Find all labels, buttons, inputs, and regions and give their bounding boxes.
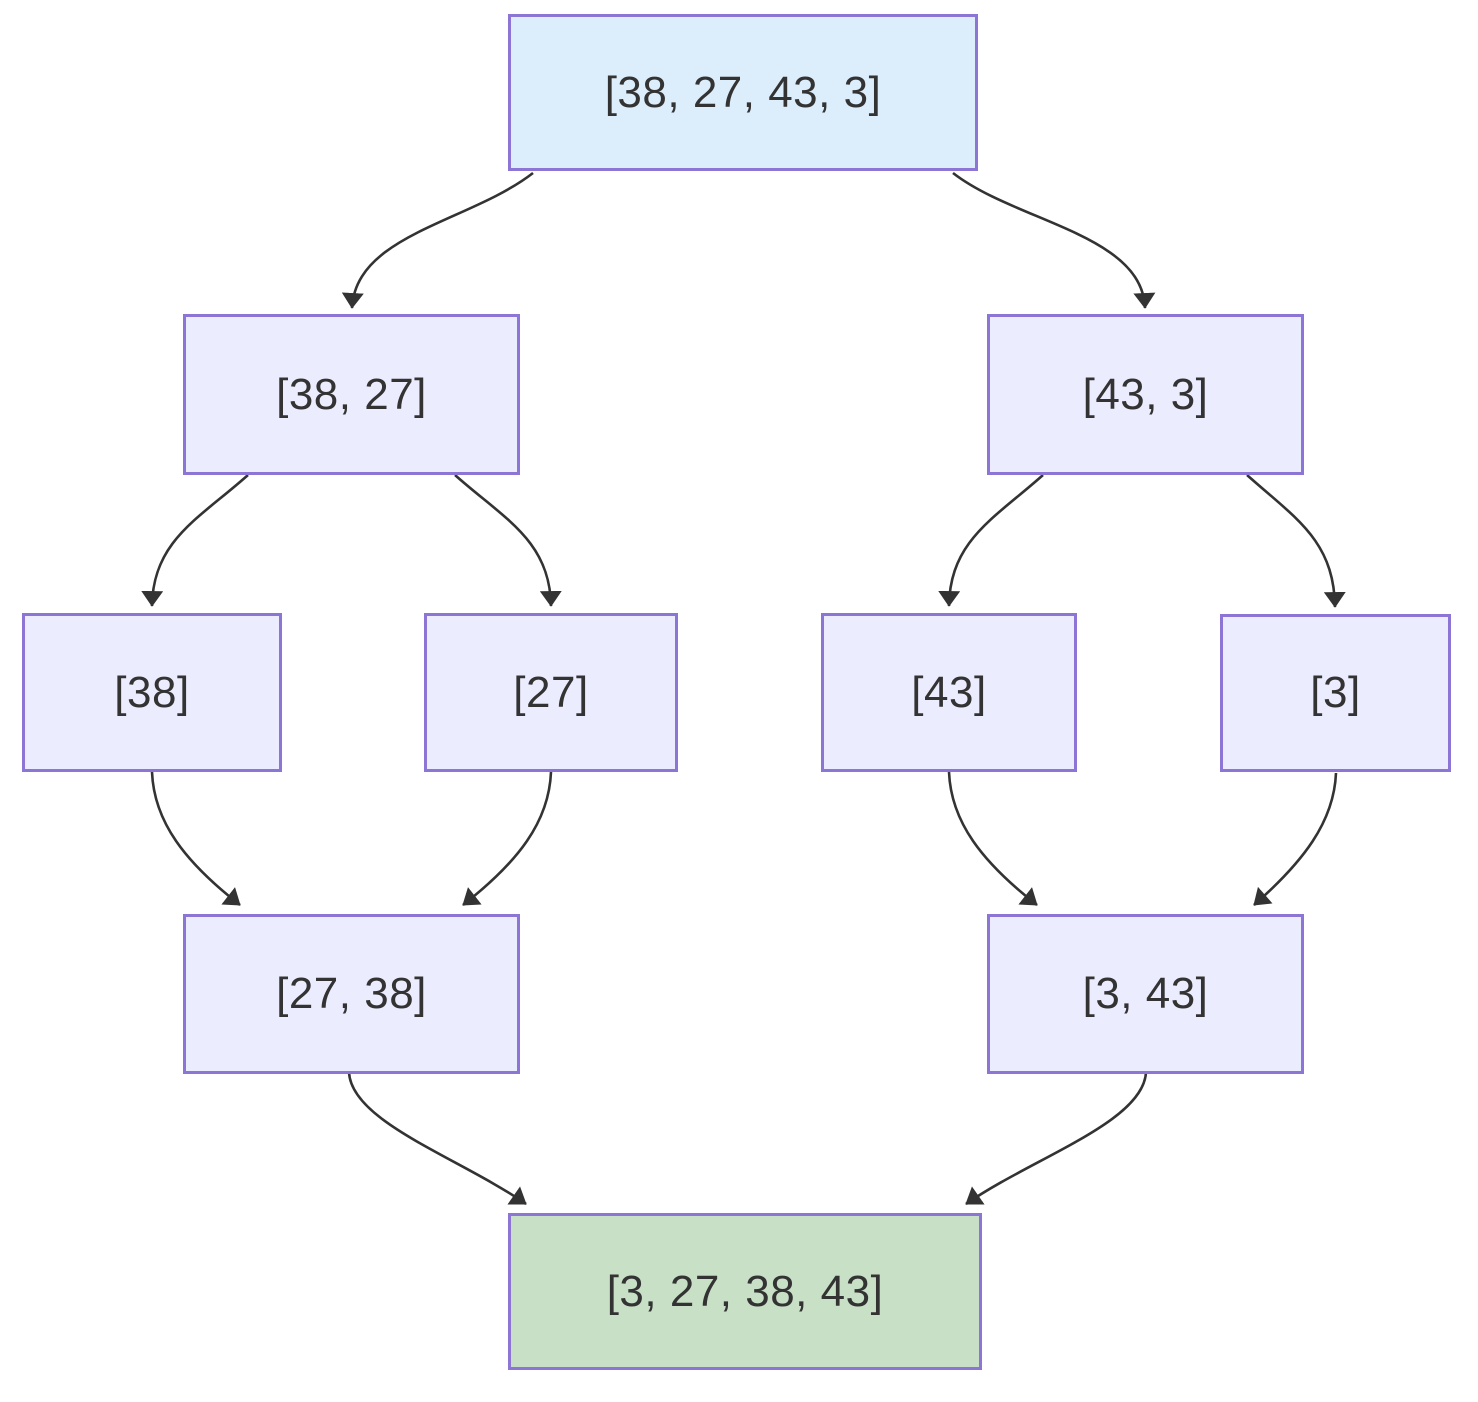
edge-split-right-to-leaf-43 — [938, 474, 1044, 607]
edge-leaf-43-to-merge-right — [947, 771, 1038, 907]
node-split-38-27: [38, 27] — [183, 314, 520, 475]
node-merged-3-43-label: [3, 43] — [1082, 969, 1209, 1018]
edge-split-left-to-leaf-38 — [141, 474, 249, 607]
node-leaf-27-label: [27] — [513, 667, 589, 717]
node-leaf-38-label: [38] — [114, 667, 190, 717]
node-merged-3-43: [3, 43] — [987, 914, 1304, 1074]
node-leaf-3-label: [3] — [1310, 668, 1361, 717]
node-leaf-3: [3] — [1220, 614, 1451, 772]
node-unsorted-array: [38, 27, 43, 3] — [508, 14, 978, 171]
edge-root-to-split-right — [952, 171, 1156, 309]
node-leaf-27: [27] — [424, 613, 678, 772]
node-sorted-array: [3, 27, 38, 43] — [508, 1213, 982, 1370]
edge-leaf-27-to-merge-left — [462, 771, 553, 907]
edge-leaf-3-to-merge-right — [1253, 772, 1338, 906]
node-merged-27-38: [27, 38] — [183, 914, 520, 1074]
node-split-43-3: [43, 3] — [987, 314, 1304, 475]
node-unsorted-array-label: [38, 27, 43, 3] — [604, 67, 882, 117]
node-split-43-3-label: [43, 3] — [1082, 369, 1209, 419]
edge-merge-right-to-result — [965, 1071, 1148, 1206]
edge-root-to-split-left — [341, 171, 534, 309]
node-sorted-array-label: [3, 27, 38, 43] — [606, 1266, 884, 1316]
node-merged-27-38-label: [27, 38] — [276, 969, 427, 1018]
node-split-38-27-label: [38, 27] — [276, 369, 427, 419]
edge-split-left-to-leaf-27 — [454, 474, 562, 607]
edge-split-right-to-leaf-3 — [1246, 474, 1346, 608]
node-leaf-43: [43] — [821, 613, 1077, 772]
edge-leaf-38-to-merge-left — [150, 771, 241, 907]
edge-merge-left-to-result — [347, 1071, 527, 1206]
node-leaf-43-label: [43] — [911, 667, 987, 717]
node-leaf-38: [38] — [22, 613, 282, 772]
